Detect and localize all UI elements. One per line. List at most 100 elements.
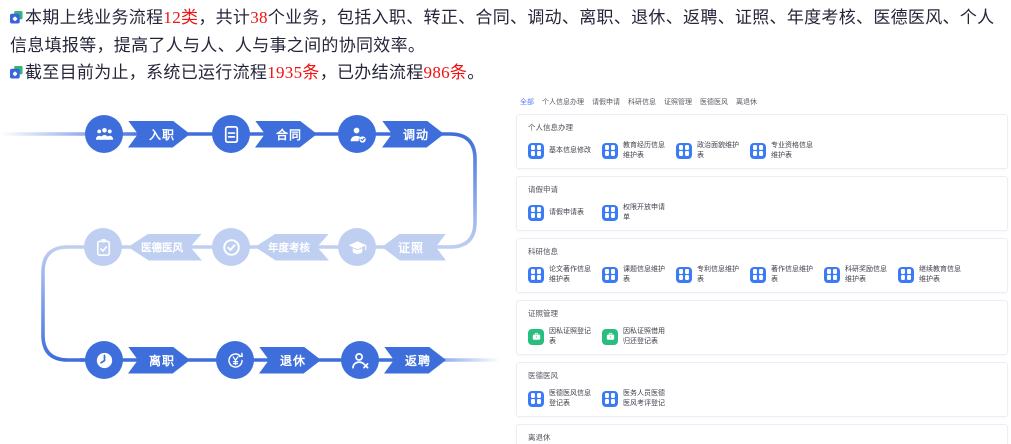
section-title: 离退休 (528, 433, 551, 442)
intro-segment: 本期上线业务流程 (25, 8, 164, 27)
section-items: 论文著作信息维护表 课题信息维护表 专利信息维护表著作信息维护表科研奖励信息维护表 继… (528, 265, 996, 284)
panel-tab-6[interactable]: 离退休 (736, 99, 757, 106)
topic-bullet-icon (10, 5, 23, 24)
clock-icon (85, 341, 123, 379)
section-title: 医德医风 (528, 371, 558, 380)
grid-app-icon (898, 266, 914, 283)
flow-step-label: 入职 (148, 127, 175, 142)
intro-highlight: 12类 (163, 8, 199, 27)
grid-app-icon (602, 142, 618, 159)
section-items: 因私证照登记表 因私证照借用归还登记表 (528, 327, 996, 346)
section-card: 离退休离职手续申请单 (516, 424, 1008, 444)
intro-segment: ，已办结流程 (319, 63, 424, 82)
menu-item[interactable]: 著作信息维护表 (750, 265, 824, 284)
menu-item[interactable]: 科研奖励信息维护表 (824, 265, 898, 284)
intro-text: 本期上线业务流程12类，共计38个业务，包括入职、转正、合同、调动、离职、退休、… (10, 4, 995, 87)
panel-tab-4[interactable]: 证照管理 (664, 99, 692, 106)
section-card: 请假申请请假申请表 权限开放申请单 (516, 176, 1008, 231)
intro-highlight: 38 (250, 8, 268, 27)
grid-app-icon (824, 266, 840, 283)
menu-item-label: 论文著作信息维护表 (549, 266, 591, 283)
panel-tabs: 全部 个人信息办理 请假申请 科研信息 证照管理 医德医风 离退休 (516, 95, 1008, 114)
menu-item[interactable]: 课题信息维护表 (602, 265, 676, 284)
menu-item-label: 继续教育信息维护表 (919, 266, 961, 283)
grid-app-icon (528, 204, 544, 221)
menu-item-label: 专业资格信息维护表 (771, 142, 813, 159)
menu-item-label: 政治面貌维护表 (697, 142, 739, 159)
intro-segment: 。 (467, 63, 485, 82)
menu-item-label: 医务人员医德医风考评登记 (623, 390, 665, 407)
section-card: 证照管理因私证照登记表因私证照借用归还登记表 (516, 300, 1008, 355)
grid-app-icon (602, 390, 618, 407)
section-card: 医德医风医德医风信息登记表 医务人员医德医风考评登记 (516, 362, 1008, 417)
menu-item[interactable]: 教育经历信息维护表 (602, 141, 676, 160)
section-card: 个人信息办理基本信息修改 教育经历信息维护表 政治面貌维护表 专业资格信息维护表 (516, 114, 1008, 169)
grid-app-icon (528, 142, 544, 159)
panel-tab-3[interactable]: 科研信息 (628, 99, 656, 106)
briefcase-icon (602, 328, 618, 345)
document-icon (212, 115, 250, 153)
section-card: 科研信息论文著作信息维护表 课题信息维护表 专利信息维护表著作信息维护表科研奖励信息… (516, 238, 1008, 293)
panel-tab-2[interactable]: 请假申请 (592, 99, 620, 106)
person-check-icon (338, 115, 376, 153)
flow-step-label: 返聘 (404, 353, 431, 368)
grid-app-icon (750, 142, 766, 159)
grid-app-icon (528, 266, 544, 283)
intro-segment: 个业务，包括入职、转正、合同、调动、离职、退休、返聘、证照、年度考核、医德医风、… (10, 8, 995, 55)
menu-item-label: 医德医风信息登记表 (549, 390, 591, 407)
grid-app-icon (602, 266, 618, 283)
intro-paragraph-1: 本期上线业务流程12类，共计38个业务，包括入职、转正、合同、调动、离职、退休、… (10, 4, 995, 59)
menu-item-label: 教育经历信息维护表 (623, 142, 665, 159)
grid-app-icon (602, 204, 618, 221)
people-group-icon (85, 115, 123, 153)
flow-step-label: 离职 (148, 353, 175, 368)
menu-item[interactable]: 继续教育信息维护表 (898, 265, 972, 284)
flow-step-label: 年度考核 (268, 241, 310, 254)
menu-item[interactable]: 因私证照借用归还登记表 (602, 327, 676, 346)
menu-item-label: 课题信息维护表 (623, 266, 665, 283)
person-x-icon (341, 341, 379, 379)
panel-sections: 个人信息办理基本信息修改 教育经历信息维护表 政治面貌维护表 专业资格信息维护表请假申… (516, 114, 1008, 444)
menu-item-label: 请假申请表 (549, 208, 584, 216)
section-title: 科研信息 (528, 247, 558, 256)
section-items: 基本信息修改 教育经历信息维护表 政治面貌维护表 专业资格信息维护表 (528, 141, 996, 160)
menu-item[interactable]: 论文著作信息维护表 (528, 265, 602, 284)
section-title: 个人信息办理 (528, 123, 573, 132)
menu-item[interactable]: 医德医风信息登记表 (528, 389, 602, 408)
section-title: 请假申请 (528, 185, 558, 194)
flow-step-label: 合同 (275, 127, 302, 142)
menu-item[interactable]: 政治面貌维护表 (676, 141, 750, 160)
menu-item[interactable]: 请假申请表 (528, 203, 602, 222)
flow-diagram: 入职 合同 调动医德医风 年度考核 证照离职 退休 返聘 (0, 96, 505, 411)
menu-item-label: 基本信息修改 (549, 146, 591, 154)
grid-app-icon (676, 142, 692, 159)
menu-item[interactable]: 医务人员医德医风考评登记 (602, 389, 676, 408)
flow-step-label: 证照 (397, 240, 424, 255)
menu-item-label: 权限开放申请单 (623, 204, 665, 221)
panel-tab-5[interactable]: 医德医风 (700, 99, 728, 106)
flow-step-arrow: 退休 (259, 346, 321, 374)
section-items: 医德医风信息登记表 医务人员医德医风考评登记 (528, 389, 996, 408)
check-circle-icon (212, 228, 250, 266)
menu-item-label: 专利信息维护表 (697, 266, 739, 283)
grid-app-icon (528, 390, 544, 407)
menu-item[interactable]: 专利信息维护表 (676, 265, 750, 284)
menu-item[interactable]: 基本信息修改 (528, 141, 602, 160)
menu-item-label: 因私证照登记表 (549, 328, 591, 345)
panel-tab-0[interactable]: 全部 (520, 99, 534, 106)
flow-step-label: 调动 (402, 127, 429, 142)
intro-highlight: 986条 (423, 63, 468, 82)
briefcase-icon (528, 328, 544, 345)
intro-highlight: 1935条 (267, 63, 320, 82)
menu-item[interactable]: 专业资格信息维护表 (750, 141, 824, 160)
grid-app-icon (750, 266, 766, 283)
menu-item[interactable]: 权限开放申请单 (602, 203, 676, 222)
intro-segment: ，共计 (198, 8, 251, 27)
flow-step-label: 退休 (279, 353, 306, 368)
menu-item-label: 因私证照借用归还登记表 (623, 328, 665, 345)
flow-step-label: 医德医风 (141, 241, 183, 254)
menu-item[interactable]: 因私证照登记表 (528, 327, 602, 346)
panel-tab-1[interactable]: 个人信息办理 (542, 99, 584, 106)
clipboard-check-icon (84, 228, 122, 266)
